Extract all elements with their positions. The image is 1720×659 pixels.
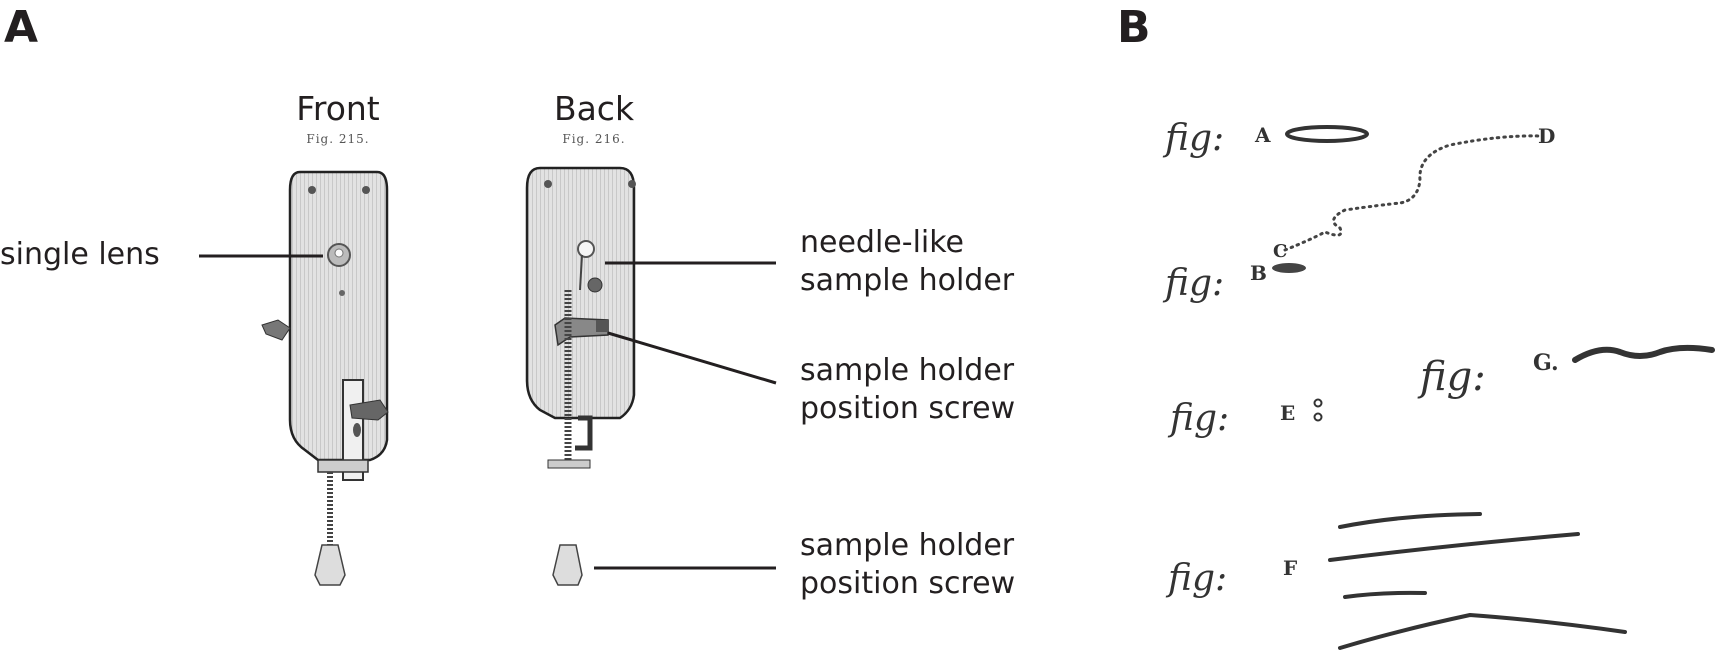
label-position-screw-upper-line1: sample holder xyxy=(800,353,1015,388)
label-needle-holder: needle-like sample holder xyxy=(800,224,1014,300)
label-position-screw-lower: sample holder position screw xyxy=(800,527,1015,603)
fig-g-prefix: fig: xyxy=(1417,354,1486,400)
fig-f-rod-1 xyxy=(1338,512,1482,529)
fig-e-cocci xyxy=(1313,398,1323,422)
label-position-screw-upper: sample holder position screw xyxy=(800,352,1015,428)
fig-f-rods xyxy=(1328,512,1627,650)
back-thumb-knob xyxy=(552,544,583,586)
fig-c-letter: C xyxy=(1273,241,1287,262)
back-view-title: Back xyxy=(553,89,635,128)
fig-b-letter: B xyxy=(1250,261,1267,285)
fig-f-rod-3 xyxy=(1343,590,1427,599)
front-thumb-knob xyxy=(314,544,346,586)
needle-holder-icon xyxy=(577,240,603,293)
fig-b-bacterium xyxy=(1272,263,1306,273)
panel-b-letter: B xyxy=(1117,2,1151,53)
fig-a-prefix: fig: xyxy=(1162,118,1224,159)
fig-f-rod-4 xyxy=(1338,612,1627,650)
label-position-screw-upper-line2: position screw xyxy=(800,391,1016,426)
front-microscope xyxy=(261,170,389,586)
single-lens-icon xyxy=(327,243,351,267)
fig-a-bacterium xyxy=(1285,125,1369,143)
front-side-screw-icon xyxy=(261,319,291,341)
back-fig-caption: Fig. 216. xyxy=(562,132,626,146)
motility-path-c-to-d xyxy=(1283,134,1542,252)
front-view-title: Front xyxy=(296,89,380,128)
label-needle-holder-line1: needle-like xyxy=(800,225,965,260)
front-rivet-left xyxy=(308,186,316,194)
panel-a-letter: A xyxy=(4,2,39,53)
fig-e-prefix: fig: xyxy=(1167,398,1229,439)
fig-f-prefix: fig: xyxy=(1165,558,1227,599)
fig-e-letter: E xyxy=(1280,401,1295,425)
fig-f-letter: F xyxy=(1283,556,1297,580)
fig-g-letter: G. xyxy=(1533,350,1559,376)
fig-a-letter: A xyxy=(1254,123,1271,147)
front-fig-caption: Fig. 215. xyxy=(306,132,370,146)
leader-position-screw-upper xyxy=(607,331,777,385)
label-position-screw-lower-line1: sample holder xyxy=(800,528,1015,563)
label-single-lens-text: single lens xyxy=(0,237,160,272)
fig-f-rod-2 xyxy=(1328,532,1580,562)
label-needle-holder-line2: sample holder xyxy=(800,263,1015,298)
fig-g-spirillum xyxy=(1572,344,1715,363)
fig-b-prefix: fig: xyxy=(1162,263,1224,304)
label-single-lens: single lens xyxy=(0,236,160,274)
fig-d-letter: D xyxy=(1538,124,1555,148)
label-position-screw-lower-line2: position screw xyxy=(800,566,1016,601)
front-rivet-right xyxy=(362,186,370,194)
back-microscope xyxy=(525,166,636,586)
